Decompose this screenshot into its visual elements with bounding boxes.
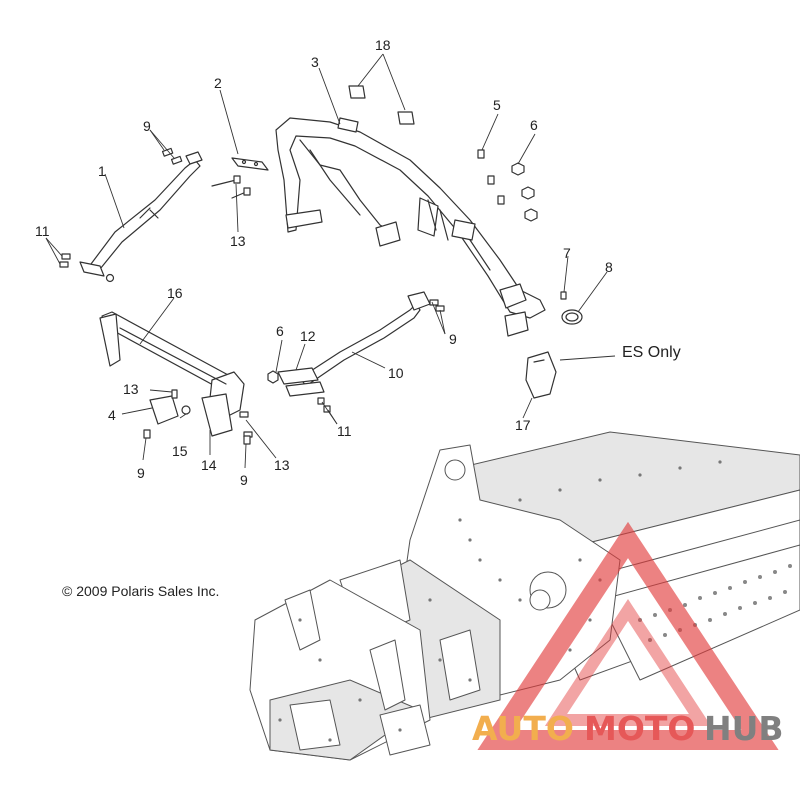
part-12-bracket <box>277 367 325 397</box>
callout-4: 4 <box>108 407 116 423</box>
callout-14: 14 <box>201 457 217 473</box>
part-17-es-bracket <box>525 351 557 399</box>
leader-lines <box>45 53 616 469</box>
pad-icon <box>348 85 415 125</box>
callout-9d: 9 <box>240 472 248 488</box>
callout-8: 8 <box>605 259 613 275</box>
callout-7: 7 <box>563 245 571 261</box>
callout-1: 1 <box>98 163 106 179</box>
callout-15: 15 <box>172 443 188 459</box>
part-3-upper-frame <box>275 117 546 337</box>
nut-icon <box>267 370 279 384</box>
callout-16: 16 <box>167 285 183 301</box>
part-2-bracket <box>231 157 269 171</box>
callout-9a: 9 <box>143 118 151 134</box>
washer-icon <box>181 405 191 415</box>
es-only-label: ES Only <box>622 344 681 361</box>
bolt-icon <box>429 299 445 312</box>
callout-11b: 11 <box>337 423 352 439</box>
nut-icon <box>59 253 71 268</box>
triangle-logo-icon <box>477 521 779 750</box>
bolt-icon <box>143 429 251 445</box>
callout-11a: 11 <box>35 223 50 239</box>
chassis-frame <box>249 431 800 761</box>
part-1-front-tube <box>79 151 203 283</box>
callout-12: 12 <box>300 328 316 344</box>
callout-13a: 13 <box>230 233 246 249</box>
bolt-icon <box>477 149 505 205</box>
callout-10: 10 <box>388 365 404 381</box>
watermark-logo: AUTO MOTO HUB <box>472 521 784 750</box>
callouts: 1 2 3 18 5 6 9 11 13 7 8 16 6 12 9 10 11… <box>35 37 681 488</box>
copyright-text: © 2009 Polaris Sales Inc. <box>62 583 219 599</box>
callout-2: 2 <box>214 75 222 91</box>
pin-icon <box>560 291 567 300</box>
callout-9c: 9 <box>137 465 145 481</box>
callout-5: 5 <box>493 97 501 113</box>
watermark-moto: MOTO <box>584 709 695 748</box>
callout-6a: 6 <box>530 117 538 133</box>
cap-icon <box>561 309 583 325</box>
part-14-plate <box>201 393 233 437</box>
bolt-icon <box>161 147 183 165</box>
nut-icon <box>511 162 538 222</box>
callout-13b: 13 <box>123 381 139 397</box>
callout-9b: 9 <box>449 331 457 347</box>
callout-13c: 13 <box>274 457 290 473</box>
watermark-auto: AUTO <box>472 709 574 748</box>
part-4-bracket <box>149 395 179 425</box>
callout-6b: 6 <box>276 323 284 339</box>
watermark-hub: HUB <box>704 709 784 748</box>
bolt-icon <box>211 175 251 199</box>
callout-18: 18 <box>375 37 391 53</box>
callout-17: 17 <box>515 417 531 433</box>
callout-3: 3 <box>311 54 319 70</box>
part-10-rear-tube <box>299 291 431 387</box>
